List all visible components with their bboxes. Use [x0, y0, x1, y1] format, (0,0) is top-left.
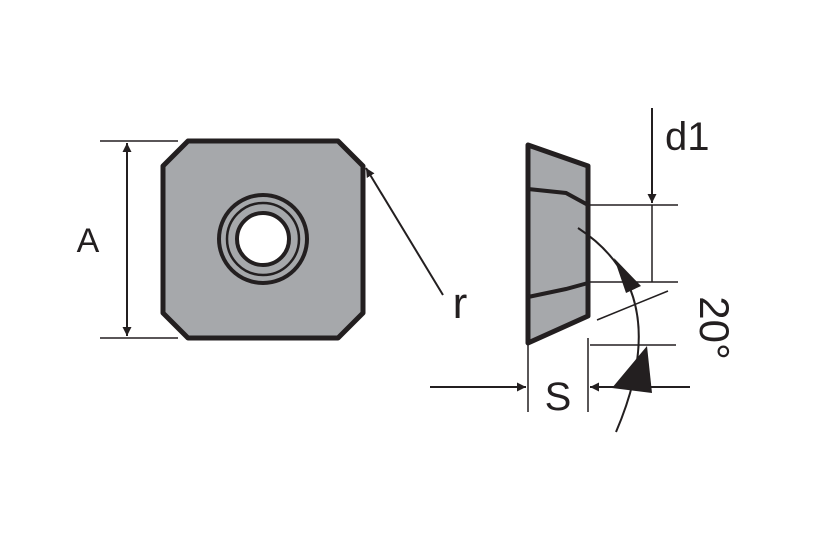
dimension-d1-label: d1: [665, 115, 710, 159]
angle-arrow-upper: [614, 258, 641, 293]
angle-arrow-lower: [612, 346, 652, 393]
radius-label: r: [453, 279, 468, 328]
insert-side-view: [525, 142, 591, 346]
insert-top-view: [160, 138, 366, 341]
insert-side-body: [525, 142, 591, 346]
dimension-r: r: [365, 167, 468, 328]
mounting-hole-bore: [235, 211, 291, 267]
dimension-a-label: A: [77, 222, 100, 260]
radius-leader: [365, 167, 444, 296]
dimension-d1: d1: [590, 108, 710, 283]
countersink-upper-edge: [527, 187, 589, 207]
dimension-s-label: S: [545, 375, 572, 419]
countersink-lower-edge: [527, 281, 589, 299]
angle-arc: [577, 227, 640, 433]
angle-label: 20°: [691, 296, 738, 360]
angle-reference-line: [596, 290, 669, 321]
dimension-a: A: [77, 140, 178, 339]
dimension-angle: 20°: [577, 227, 738, 433]
dimension-s: S: [430, 338, 690, 419]
